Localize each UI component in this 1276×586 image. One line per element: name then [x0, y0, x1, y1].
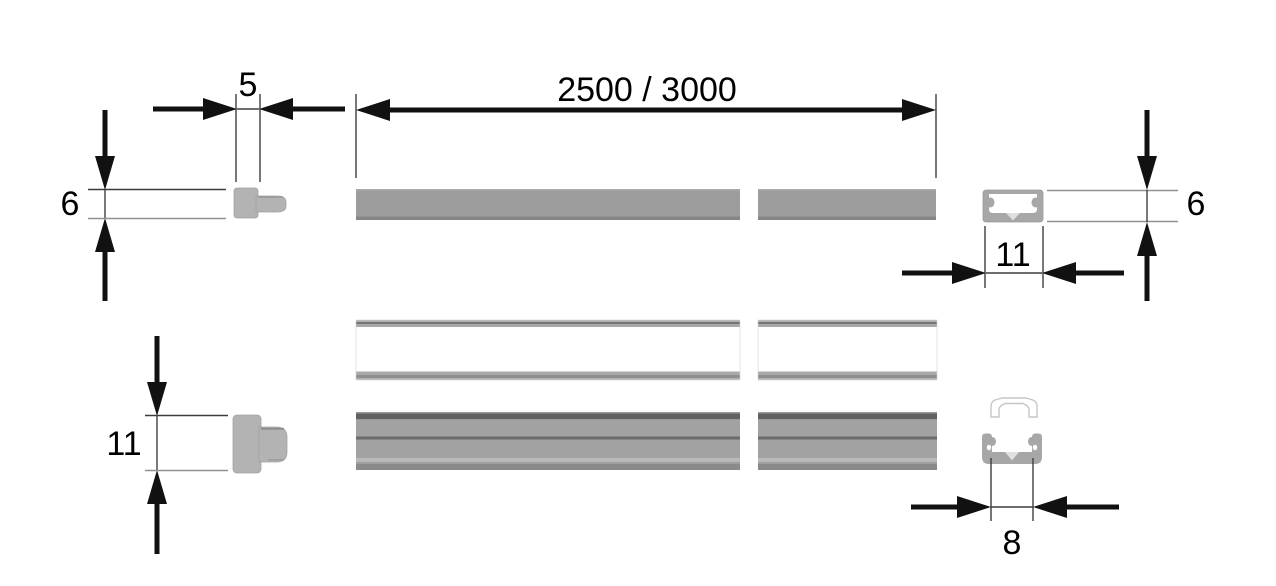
arrowhead-right-icon [902, 99, 936, 121]
cover-side-view [355, 319, 938, 381]
cover-segment-right [757, 319, 938, 381]
end-cap-top-view [233, 187, 287, 219]
cover-segment-left [355, 319, 741, 381]
clip-hook-left [986, 197, 995, 208]
dim-label-profile-height-right: 6 [1187, 185, 1206, 223]
end-cap-body [233, 187, 259, 219]
clip-hook-right [1031, 197, 1040, 208]
profile-cross-section-assembled [982, 189, 1044, 223]
dim-label-channel-inner-width: 8 [1003, 524, 1022, 562]
profile-segment-left [356, 412, 740, 470]
arrowhead-right-icon [957, 496, 991, 518]
dim-bar-length: 2500 / 3000 [355, 71, 937, 178]
end-cap-plug [258, 426, 288, 463]
arrowhead-left-icon [356, 99, 390, 121]
arrowhead-up-icon [1137, 222, 1157, 256]
arrowhead-down-icon [147, 382, 167, 416]
dim-end-cap-height: 11 [106, 336, 228, 554]
bar-segment-left [356, 189, 740, 220]
dim-profile-outer-width: 11 [902, 226, 1124, 288]
bar-top-view [356, 189, 936, 220]
end-cap-side-view [232, 414, 288, 474]
dim-label-end-cap-width: 5 [239, 66, 258, 104]
arrowhead-left-icon [259, 98, 293, 120]
led-triangle-icon [1006, 213, 1020, 221]
arrowhead-down-icon [95, 156, 115, 190]
clip-hook-left [989, 437, 996, 446]
arrowhead-right-icon [203, 98, 237, 120]
arrowhead-down-icon [1137, 156, 1157, 190]
dim-profile-height-right: 6 [1047, 110, 1205, 301]
arrowhead-right-icon [952, 262, 986, 284]
profile-cavity [989, 194, 1037, 213]
clip-hook-right [1028, 437, 1035, 446]
arrowhead-up-icon [147, 470, 167, 504]
cover-cross-section [990, 397, 1038, 418]
end-cap-plug [255, 195, 287, 213]
profile-segment-right [758, 412, 937, 470]
dim-label-profile-outer-width: 11 [995, 236, 1030, 274]
dim-label-profile-height-left: 6 [61, 185, 80, 223]
end-cap-body [232, 414, 262, 474]
dim-channel-inner-width: 8 [911, 458, 1119, 562]
arrowhead-up-icon [95, 218, 115, 252]
hook-notch-left [986, 444, 992, 451]
dim-end-cap-width: 5 [153, 66, 345, 182]
arrowhead-left-icon [1042, 262, 1076, 284]
bar-segment-right [758, 189, 936, 220]
channel-body [982, 433, 1042, 464]
profile-side-view [356, 412, 937, 470]
channel-cross-section [982, 433, 1042, 464]
dim-profile-height-left: 6 [61, 110, 226, 301]
hook-notch-right [1032, 444, 1038, 451]
dim-label-end-cap-height: 11 [106, 425, 141, 463]
dim-label-bar-length: 2500 / 3000 [557, 71, 737, 109]
cover-outline [990, 397, 1038, 418]
led-triangle-icon [1005, 452, 1019, 461]
arrowhead-left-icon [1033, 496, 1067, 518]
